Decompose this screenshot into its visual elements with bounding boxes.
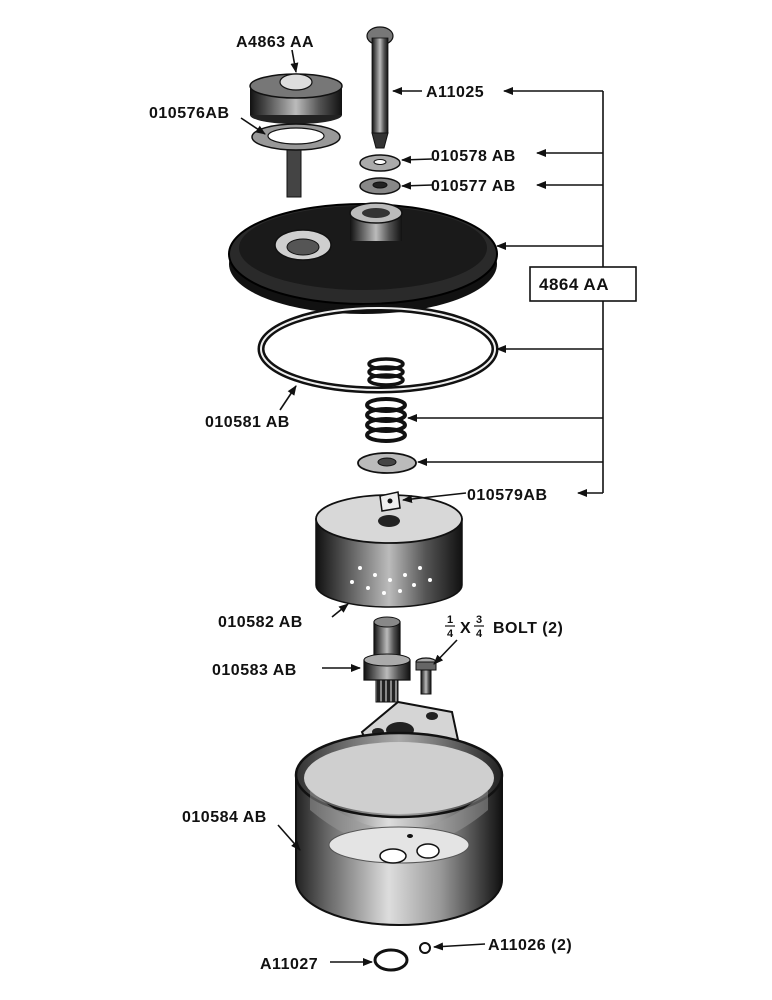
label-010584ab: 010584 AB xyxy=(182,809,267,826)
upper-spring xyxy=(367,357,405,387)
label-010578ab: 010578 AB xyxy=(431,148,516,165)
label-010576ab: 010576AB xyxy=(149,105,230,122)
010577ab-washer xyxy=(359,177,401,195)
leader-010579ab xyxy=(402,492,467,503)
010579ab-tag xyxy=(379,491,401,512)
leader-bolt xyxy=(433,639,458,665)
filter-cover xyxy=(228,202,498,314)
leader-lines xyxy=(240,49,604,966)
bolt-fraction-1-denominator: 4 xyxy=(447,628,454,640)
label-a11027: A11027 xyxy=(260,956,318,973)
leader-010578ab xyxy=(401,155,433,164)
a11025-rod xyxy=(366,26,394,149)
010583ab-stud xyxy=(363,616,411,703)
label-010583ab: 010583 AB xyxy=(212,662,297,679)
label-010579ab: 010579AB xyxy=(467,487,548,504)
label-010582ab: 010582 AB xyxy=(218,614,303,631)
label-a11026: A11026 (2) xyxy=(488,937,572,954)
spring-seat-washer xyxy=(357,452,417,474)
bolt-fraction-2-numerator: 3 xyxy=(476,614,482,626)
label-a4863aa: A4863 AA xyxy=(236,34,314,51)
quarter-inch-bolt xyxy=(415,657,437,695)
assembly-box xyxy=(529,266,637,302)
leader-a11026 xyxy=(433,942,486,951)
leader-010581ab xyxy=(279,385,297,411)
a4863aa-knob xyxy=(249,73,343,198)
leader-010582ab xyxy=(331,603,349,618)
bolt-fraction-2-denominator: 4 xyxy=(476,628,483,640)
lower-spring xyxy=(365,397,407,443)
010581ab-oring xyxy=(257,304,499,394)
010576ab-gasket xyxy=(251,123,341,151)
010582ab-filter-element xyxy=(315,494,463,608)
label-010577ab: 010577 AB xyxy=(431,178,516,195)
label-010581ab: 010581 AB xyxy=(205,414,290,431)
leader-010577ab xyxy=(401,181,433,190)
a11027-oring xyxy=(373,948,409,972)
a11026-oring xyxy=(419,942,431,954)
label-a11025: A11025 xyxy=(426,84,484,101)
bolt-text: BOLT (2) xyxy=(493,620,563,637)
label-4864aa: 4864 AA xyxy=(539,275,609,294)
010578ab-washer xyxy=(359,154,401,172)
bolt-fraction-1-numerator: 1 xyxy=(447,614,453,626)
010584ab-bowl xyxy=(294,731,504,926)
label-bolt: 1 4 X 3 4 BOLT (2) xyxy=(445,614,563,640)
bolt-x: X xyxy=(460,620,471,637)
leader-a4863aa xyxy=(290,49,299,73)
leader-010584ab xyxy=(277,824,301,851)
leader-010576ab xyxy=(240,117,266,135)
